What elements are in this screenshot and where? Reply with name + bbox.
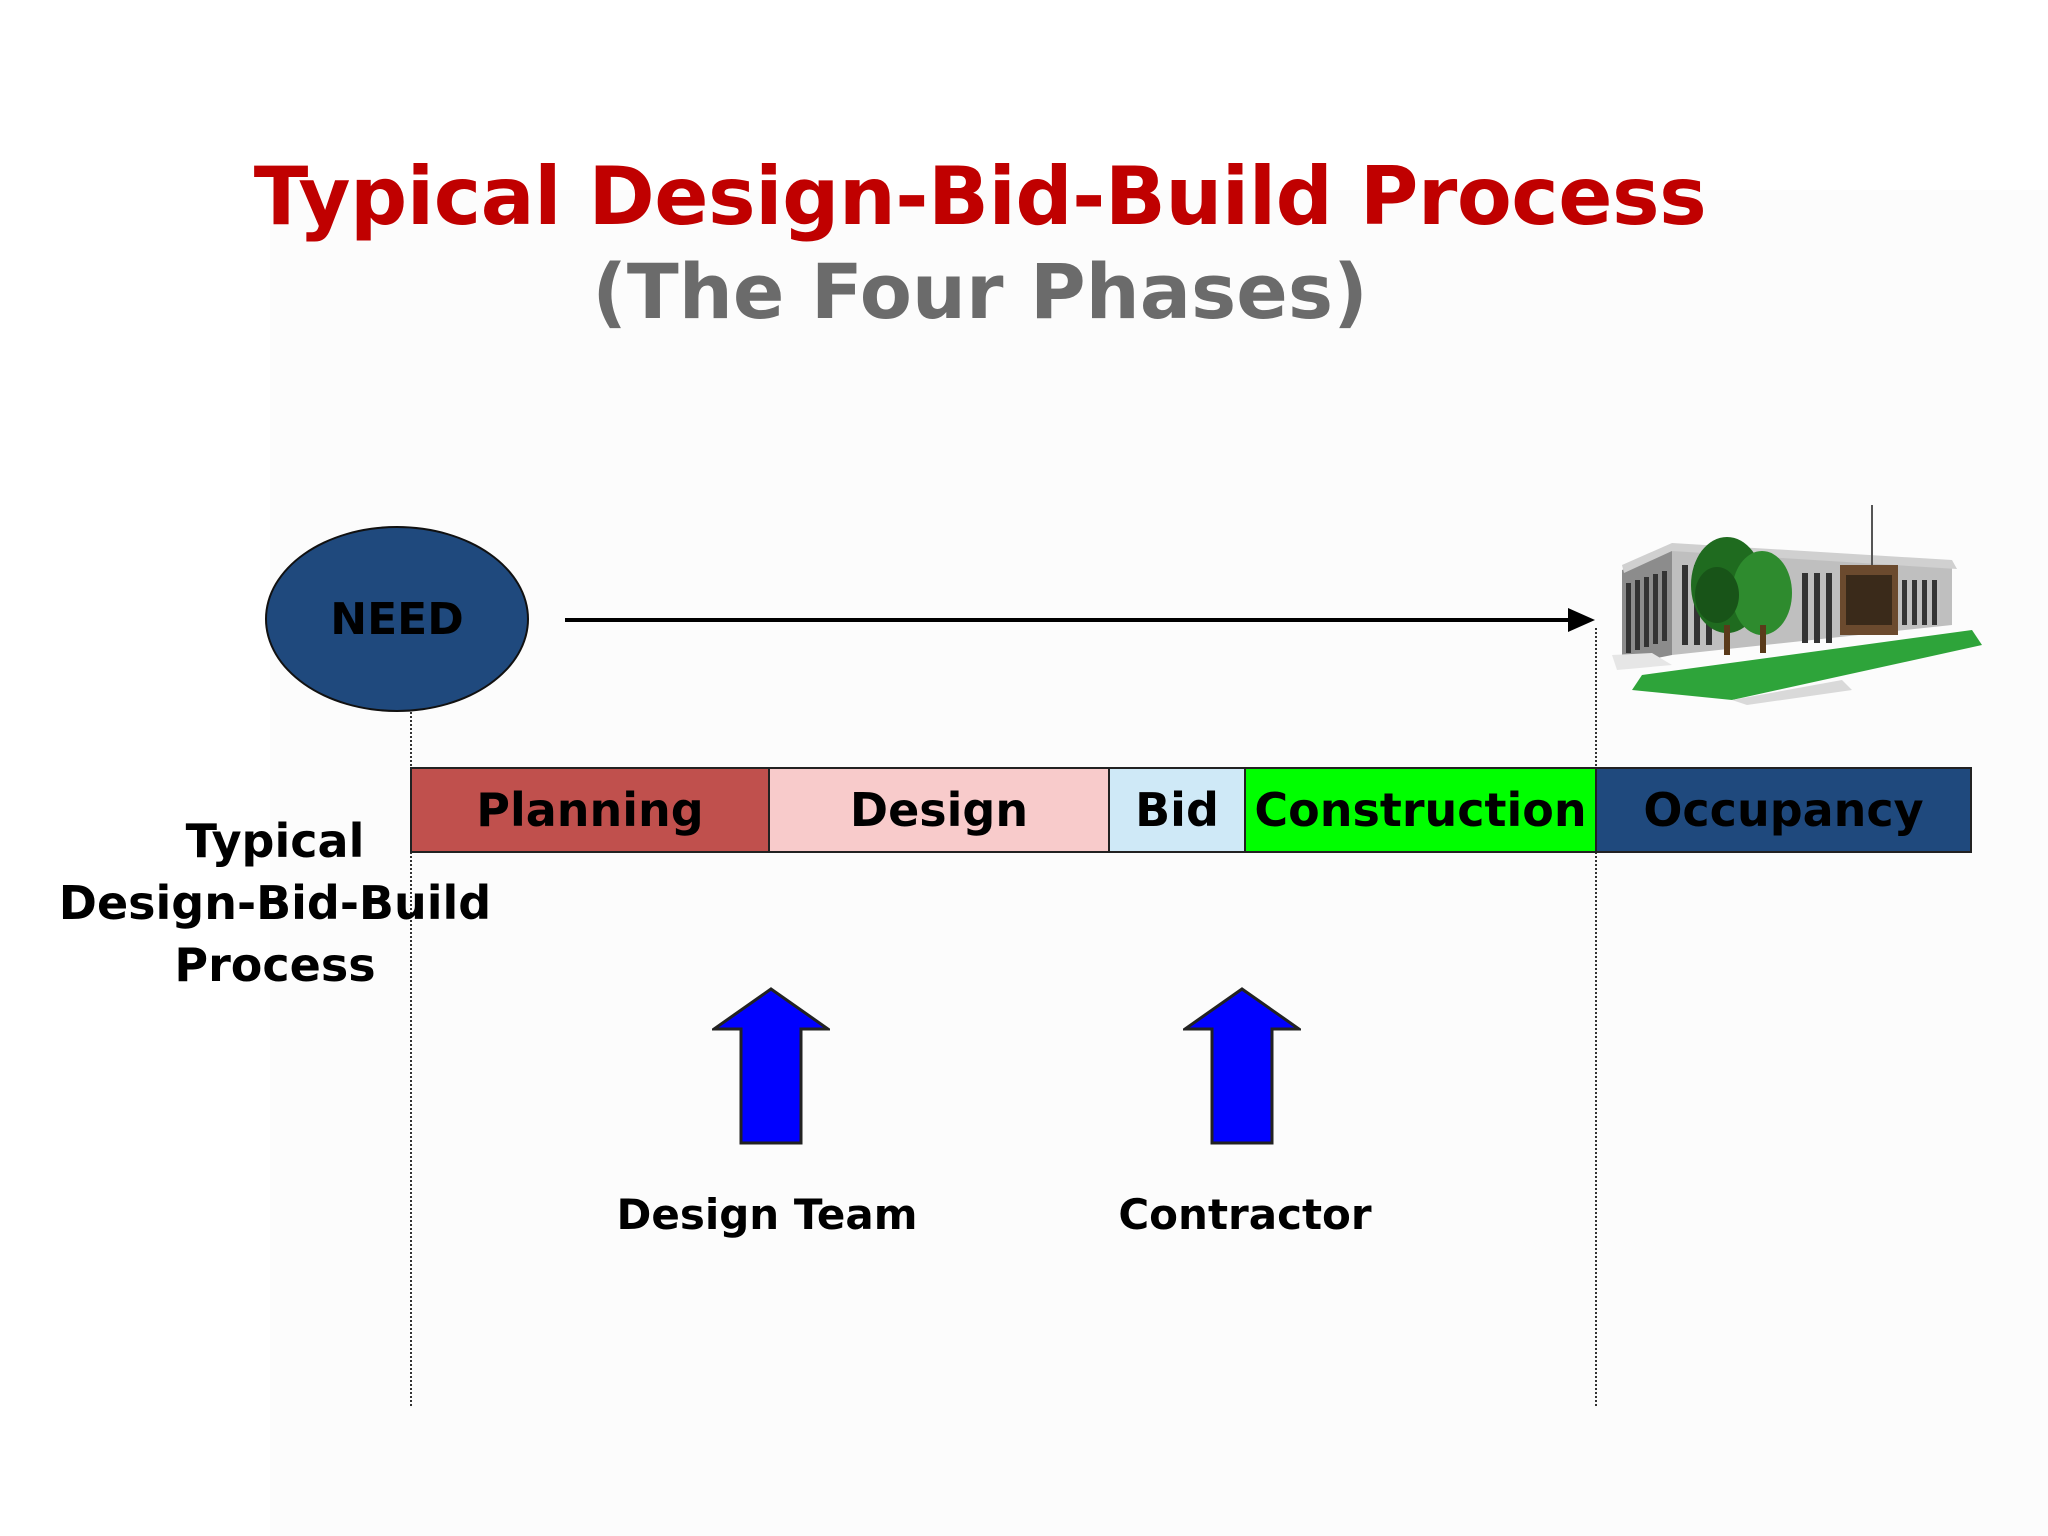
phase-bid: Bid (1110, 769, 1246, 851)
need-label: NEED (330, 593, 464, 645)
page-title: Typical Design-Bid-Build Process (253, 150, 1707, 243)
phase-occupancy: Occupancy (1597, 769, 1970, 851)
contractor-arrow-shape (1183, 987, 1301, 1145)
design-team-arrow-shape (712, 987, 830, 1145)
page-subtitle: (The Four Phases) (592, 247, 1368, 336)
contractor-caption: Contractor (1118, 1190, 1372, 1239)
up-arrow-icon (1183, 987, 1301, 1145)
slide-background (270, 190, 2048, 1536)
office-building-icon (1612, 505, 1982, 705)
phase-design: Design (770, 769, 1110, 851)
right-arrow-icon (565, 608, 1595, 632)
timeline-arrow-head (1568, 608, 1595, 632)
occupancy-guide-line (1595, 628, 1597, 1406)
side-label-line-3: Process (174, 938, 376, 992)
need-ellipse: NEED (265, 526, 529, 712)
side-label-line-2: Design-Bid-Build (58, 876, 492, 930)
up-arrow-icon (712, 987, 830, 1145)
need-guide-line (410, 712, 412, 1406)
design-team-caption: Design Team (616, 1190, 918, 1239)
phase-bar: Planning Design Bid Construction Occupan… (410, 767, 1972, 853)
side-label-line-1: Typical (185, 814, 365, 868)
phase-construction: Construction (1246, 769, 1597, 851)
side-label: Typical Design-Bid-Build Process (45, 810, 505, 996)
phase-planning: Planning (412, 769, 770, 851)
